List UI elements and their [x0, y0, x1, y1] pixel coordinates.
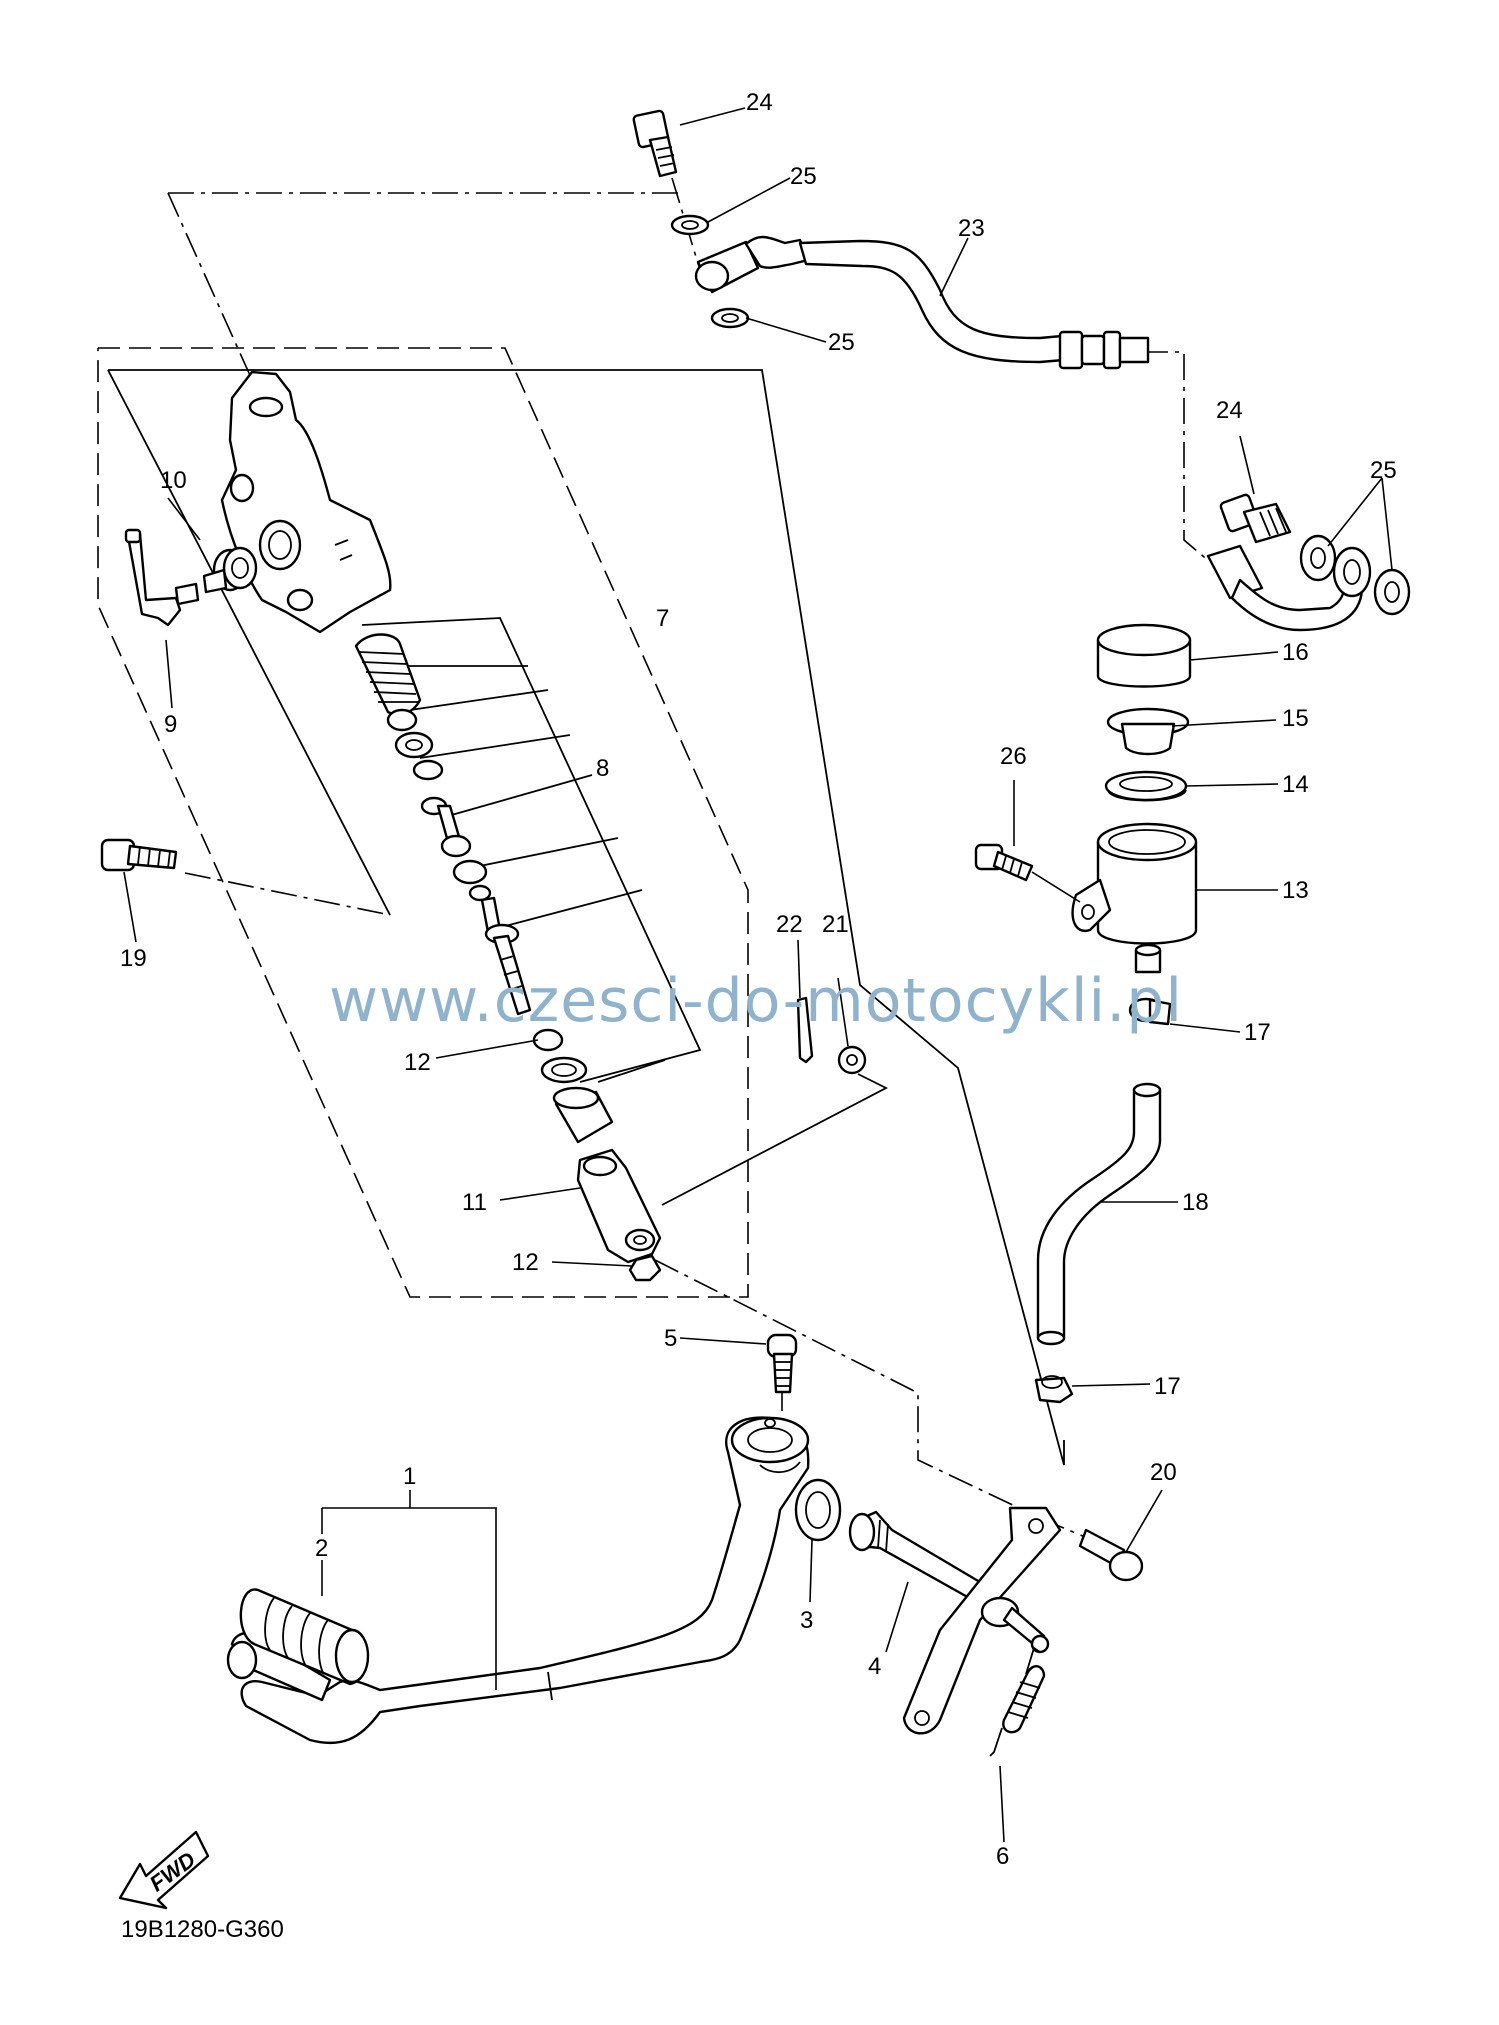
centerline-pedal [654, 1259, 1041, 1519]
washer-3 [794, 1478, 842, 1542]
washer-c [412, 759, 444, 781]
callout-20: 20 [1150, 1459, 1177, 1486]
kit-8-tick-6 [489, 889, 643, 931]
assembly-outline-dashed [97, 347, 749, 1298]
callout-10: 10 [160, 467, 187, 494]
master-cylinder [100, 370, 867, 1282]
washer-25-right-a [1299, 534, 1337, 582]
assembly-outline-solid [108, 369, 1065, 1466]
kit-8-tick-4 [447, 774, 593, 817]
diagram-code: 19B1280-G360 [121, 1916, 284, 1943]
piston [420, 796, 472, 858]
bracket-9 [124, 528, 200, 627]
kit-8-tick-2 [409, 689, 549, 711]
callout-18: 18 [1182, 1189, 1209, 1216]
brake-hose-assembly [632, 109, 1411, 632]
spring [354, 633, 422, 716]
watermark-text: www.czesci-do-motocykli.pl [328, 966, 1184, 1036]
callout-14: 14 [1282, 771, 1309, 798]
washer-21 [837, 1045, 867, 1075]
callout-25-mid: 25 [828, 329, 855, 356]
banjo-bolt-24-right [1219, 493, 1292, 544]
callout-3: 3 [800, 1607, 813, 1634]
leader-lines [123, 107, 1393, 1843]
banjo-fitting-top [694, 235, 810, 294]
callout-9: 9 [164, 711, 177, 738]
callout-4: 4 [868, 1653, 881, 1680]
cup-seal-a [386, 708, 418, 732]
callout-15: 15 [1282, 705, 1309, 732]
callout-26: 26 [1000, 743, 1027, 770]
washer-25-top [670, 214, 710, 236]
callout-19: 19 [120, 945, 147, 972]
callout-24-right: 24 [1216, 397, 1243, 424]
clevis-pin-20 [1078, 1528, 1144, 1582]
callout-22: 22 [776, 911, 803, 938]
kit-8-tick-5 [469, 837, 619, 869]
master-cylinder-body [220, 370, 392, 634]
outline-left-edge [107, 369, 391, 916]
callout-13: 13 [1282, 877, 1309, 904]
callout-5: 5 [664, 1325, 677, 1352]
cup-seal-c [452, 859, 488, 885]
clevis-line [661, 1073, 888, 1206]
kit-8-tick-7 [597, 1059, 666, 1083]
diaphragm-14 [1104, 770, 1188, 802]
callout-11: 11 [462, 1189, 487, 1216]
cup-seal-b [394, 731, 434, 759]
callout-2: 2 [315, 1535, 328, 1562]
callout-21: 21 [822, 911, 849, 938]
pedal-rubber-2 [239, 1588, 370, 1686]
callout-6: 6 [996, 1843, 1009, 1870]
diaphragm-plate-15 [1106, 707, 1190, 756]
callout-1: 1 [403, 1463, 416, 1490]
bolt-26 [974, 843, 1034, 882]
brake-pedal-assembly [226, 1333, 1144, 1757]
pushrod-tip [468, 884, 492, 902]
nut-12-lower [628, 1254, 662, 1282]
callout-12-lower: 12 [512, 1249, 539, 1276]
callout-25-top: 25 [790, 163, 817, 190]
callout-24-top: 24 [746, 89, 773, 116]
reservoir-13 [1071, 822, 1198, 974]
callout-23: 23 [958, 215, 985, 242]
callout-7: 7 [656, 605, 669, 632]
pushrod [480, 896, 532, 1016]
callout-16: 16 [1282, 639, 1309, 666]
centerline-bolt-19 [184, 872, 391, 916]
hose-end-fitting [1206, 544, 1264, 600]
return-spring-6 [989, 1646, 1046, 1757]
dust-boot [552, 1086, 614, 1144]
shaft-lever-4 [848, 1506, 1062, 1735]
bolt-5 [766, 1333, 798, 1394]
callout-12-upper: 12 [404, 1049, 431, 1076]
kit-8-tick-3 [419, 734, 571, 759]
centerline-hose [1142, 351, 1211, 563]
banjo-bolt-24-top [632, 109, 678, 178]
washer-25-right-b [1373, 568, 1411, 616]
group-outlines [97, 192, 1211, 1541]
callout-17-lower: 17 [1154, 1373, 1181, 1400]
reservoir-assembly [974, 623, 1198, 1404]
centerline-top-diag [167, 192, 263, 403]
callout-8: 8 [596, 755, 609, 782]
callouts: 24 25 25 23 24 25 16 15 14 13 26 17 18 1… [120, 89, 1397, 1870]
hose-clamp-17-upper [1128, 997, 1172, 1026]
cotter-pin-22 [796, 996, 814, 1064]
callout-17-upper: 17 [1244, 1019, 1271, 1046]
bolt-19 [100, 838, 178, 872]
circlip [540, 1056, 588, 1084]
washer-25-lower [710, 307, 750, 329]
kit-8-bracket [361, 617, 702, 1083]
fwd-arrow-icon: FWD [118, 1830, 210, 1910]
clevis-11 [576, 1148, 662, 1264]
callout-25-right: 25 [1370, 457, 1397, 484]
hose-clamp-17-lower [1034, 1375, 1074, 1404]
reservoir-hose-18 [1036, 1088, 1162, 1340]
brake-pedal-1 [240, 1416, 810, 1745]
fitting-10 [202, 546, 258, 594]
